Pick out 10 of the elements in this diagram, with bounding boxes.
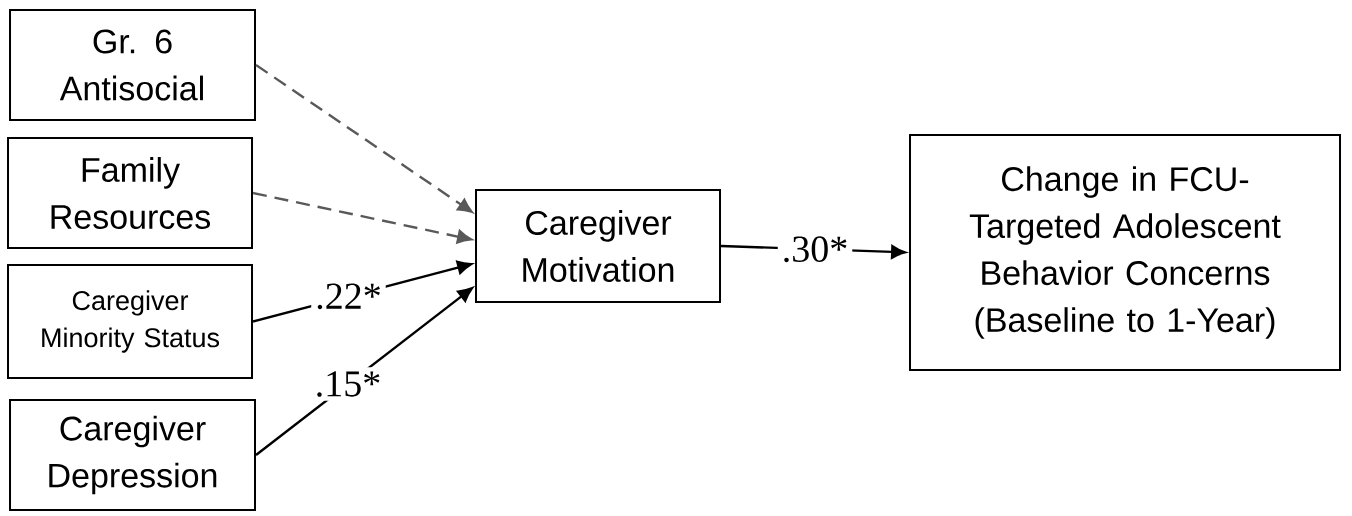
variable-box: Caregiver Minority Status	[7, 264, 253, 379]
edge-label: .22*	[311, 279, 386, 314]
variable-box: Caregiver Depression	[9, 399, 256, 511]
variable-box: Change in FCU-Targeted Adolescent Behavior Concerns (Baseline to 1-Year)	[909, 134, 1341, 371]
edge-label: .15*	[310, 367, 386, 401]
variable-box: Caregiver Motivation	[475, 189, 721, 303]
arrow	[255, 64, 473, 213]
arrow	[252, 191, 473, 244]
variable-box: Family Resources	[7, 137, 253, 249]
variable-box: Gr. 6 Antisocial	[9, 9, 256, 121]
